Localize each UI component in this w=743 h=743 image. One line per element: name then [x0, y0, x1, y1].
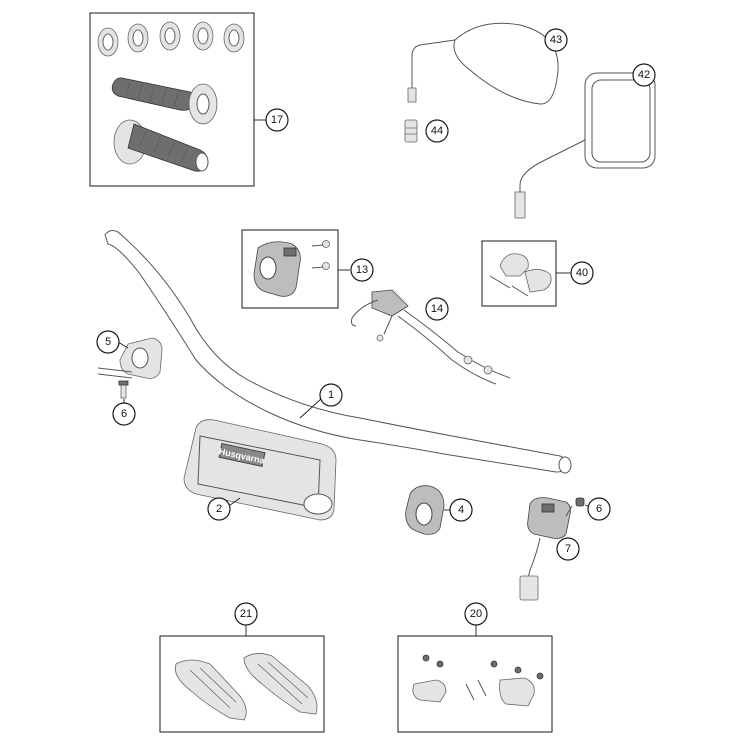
throttle-cables-14 [351, 289, 511, 385]
callout-14: 14 [425, 297, 449, 321]
grip-with-throttle-tube [111, 77, 218, 125]
callout-6-left: 6 [112, 402, 136, 426]
callout-1: 1 [319, 383, 343, 407]
group-17-frame [89, 12, 255, 187]
group-20-mounting-kit [397, 624, 553, 733]
handlebar-clamp-5 [97, 337, 163, 379]
callout-42-label: 42 [638, 69, 650, 81]
switch-housing-4 [405, 485, 450, 535]
callout-40: 40 [570, 261, 594, 285]
callout-6-left-label: 6 [121, 408, 127, 420]
group-21-handguards [159, 624, 325, 733]
throttle-cam-rings [97, 21, 245, 57]
group-20-frame [397, 635, 553, 733]
group-17-grips [89, 12, 266, 187]
callout-4: 4 [449, 498, 473, 522]
mirror-adapter-44 [404, 119, 418, 143]
callout-21: 21 [234, 602, 258, 626]
callout-7: 7 [556, 537, 580, 561]
callout-20-label: 20 [470, 608, 482, 620]
callout-17: 17 [265, 108, 289, 132]
screw-6-left [118, 380, 129, 404]
callout-13: 13 [350, 258, 374, 282]
callout-4-label: 4 [458, 504, 464, 516]
callout-6-right: 6 [587, 497, 611, 521]
callout-44: 44 [425, 119, 449, 143]
callout-7-label: 7 [565, 543, 571, 555]
mirror-43 [407, 22, 559, 105]
handlebar-pad-2: Husqvarna [183, 419, 337, 521]
group-13-frame [241, 229, 339, 309]
callout-40-label: 40 [576, 267, 588, 279]
screw-6-right [565, 497, 591, 517]
callout-21-label: 21 [240, 608, 252, 620]
callout-43: 43 [544, 28, 568, 52]
group-13-throttle-housing [241, 229, 350, 309]
callout-2: 2 [207, 497, 231, 521]
callout-2-label: 2 [216, 503, 222, 515]
callout-5: 5 [96, 330, 120, 354]
callout-44-label: 44 [431, 125, 443, 137]
callout-13-label: 13 [356, 264, 368, 276]
group-40-clamp [481, 240, 571, 307]
housing-screws [311, 240, 330, 270]
callout-43-label: 43 [550, 34, 562, 46]
grip-left [113, 119, 209, 172]
callout-5-label: 5 [105, 336, 111, 348]
callout-1-label: 1 [328, 389, 334, 401]
callout-14-label: 14 [431, 303, 443, 315]
mirror-42 [514, 72, 656, 219]
callout-17-label: 17 [271, 114, 283, 126]
callout-20: 20 [464, 602, 488, 626]
callout-6-right-label: 6 [596, 503, 602, 515]
callout-42: 42 [632, 63, 656, 87]
group-40-frame [481, 240, 557, 307]
handlebar-1 [104, 230, 572, 474]
group-21-frame [159, 635, 325, 733]
